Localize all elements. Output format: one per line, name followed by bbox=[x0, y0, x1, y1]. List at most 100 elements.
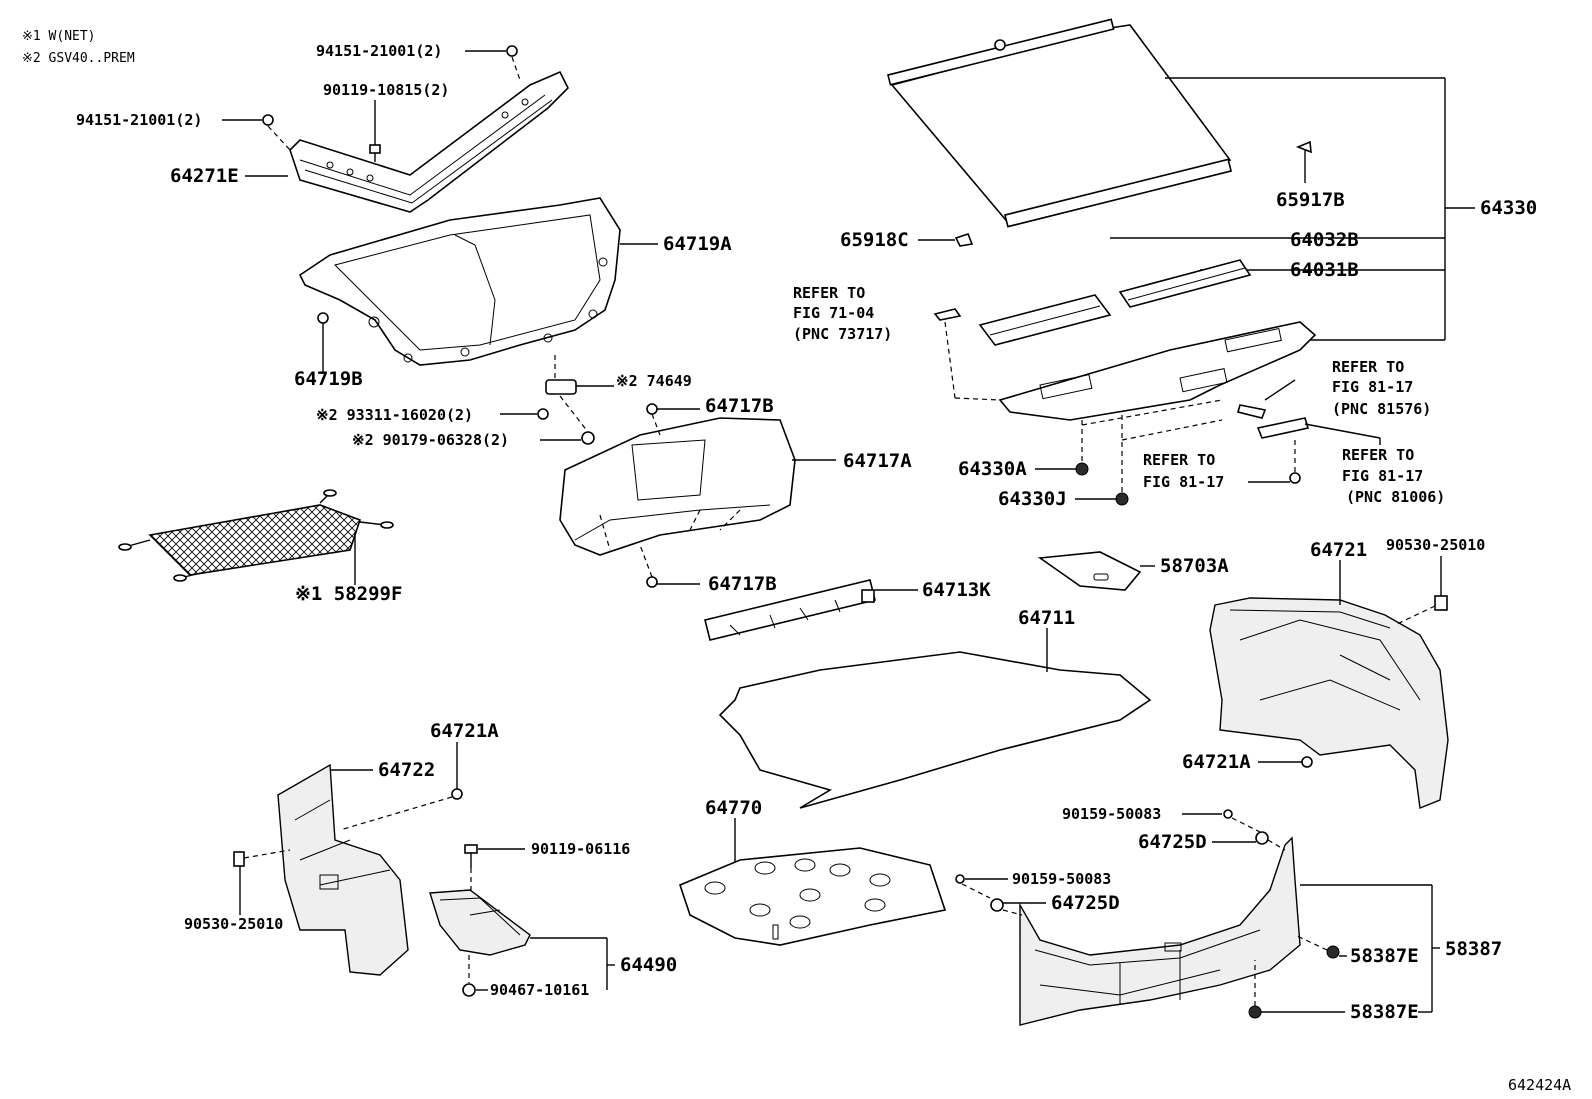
part-64721-illustration bbox=[1209, 597, 1449, 809]
label-64330J: 64330J bbox=[998, 488, 1067, 510]
clip-90530-right-icon bbox=[1434, 595, 1448, 611]
part-73717-ref-icon bbox=[933, 308, 962, 321]
label-90159-b: 90159-50083 bbox=[1012, 870, 1111, 888]
part-65918C-illustration bbox=[954, 233, 974, 247]
part-64330-roller-illustration bbox=[887, 18, 1233, 228]
label-64330: 64330 bbox=[1480, 197, 1537, 219]
label-90179: ※2 90179-06328(2) bbox=[352, 431, 509, 449]
part-58387-illustration bbox=[1019, 836, 1301, 1026]
label-90119-06116: 90119-06116 bbox=[531, 840, 630, 858]
label-94151-a: 94151-21001(2) bbox=[316, 42, 442, 60]
label-90530-left: 90530-25010 bbox=[184, 915, 283, 933]
label-64713K: 64713K bbox=[922, 579, 991, 601]
ref-71-04-line3: (PNC 73717) bbox=[793, 325, 892, 343]
label-94151-b: 94151-21001(2) bbox=[76, 111, 202, 129]
part-64717A-illustration bbox=[559, 417, 796, 556]
label-58703A: 58703A bbox=[1160, 555, 1229, 577]
label-90467: 90467-10161 bbox=[490, 981, 589, 999]
part-64032B-illustration bbox=[978, 294, 1112, 346]
bolt-90159-b-icon bbox=[955, 874, 965, 884]
clip-90467-icon bbox=[462, 983, 476, 997]
bolt-93311-icon bbox=[537, 408, 549, 420]
label-58387E-a: 58387E bbox=[1350, 945, 1419, 967]
label-64031B: 64031B bbox=[1290, 259, 1359, 281]
figure-code: 642424A bbox=[1508, 1076, 1571, 1094]
clip-64717B-top-icon bbox=[646, 403, 658, 415]
label-58387: 58387 bbox=[1445, 938, 1502, 960]
ref-81576-line2: FIG 81-17 bbox=[1332, 378, 1413, 396]
label-58387E-b: 58387E bbox=[1350, 1001, 1419, 1023]
label-64490: 64490 bbox=[620, 954, 677, 976]
label-64717B-bottom: 64717B bbox=[708, 573, 777, 595]
fastener-94151-b-icon bbox=[262, 114, 274, 126]
clip-90530-left-icon bbox=[233, 851, 245, 867]
part-64711-illustration bbox=[718, 651, 1152, 809]
clip-64719B-icon bbox=[317, 312, 329, 324]
ref-81-17-mid-line2: FIG 81-17 bbox=[1143, 473, 1224, 491]
label-64330A: 64330A bbox=[958, 458, 1027, 480]
label-64725D-a: 64725D bbox=[1138, 831, 1207, 853]
note-1: ※1 W(NET) bbox=[22, 29, 96, 44]
part-81006-ref-icon bbox=[1256, 417, 1310, 439]
label-64719B: 64719B bbox=[294, 368, 363, 390]
clip-64721A-left-icon bbox=[451, 788, 463, 800]
label-74649: ※2 74649 bbox=[616, 372, 692, 390]
part-58703A-illustration bbox=[1037, 551, 1142, 591]
clip-64330A-icon bbox=[1075, 462, 1089, 476]
ref-81006-line1: REFER TO bbox=[1342, 446, 1414, 464]
label-64725D-b: 64725D bbox=[1051, 892, 1120, 914]
part-74649-illustration bbox=[545, 379, 577, 395]
ref-81006-line2: FIG 81-17 bbox=[1342, 467, 1423, 485]
ref-81576-line1: REFER TO bbox=[1332, 358, 1404, 376]
nut-64725D-b-icon bbox=[990, 898, 1004, 912]
nut-64725D-a-icon bbox=[1255, 831, 1269, 845]
label-93311: ※2 93311-16020(2) bbox=[316, 406, 473, 424]
label-64770: 64770 bbox=[705, 797, 762, 819]
label-64721A-right: 64721A bbox=[1182, 751, 1251, 773]
part-64271E-illustration bbox=[289, 70, 569, 213]
clip-64721A-right-icon bbox=[1301, 756, 1313, 768]
ref-81006-line3: (PNC 81006) bbox=[1346, 488, 1445, 506]
label-64717A: 64717A bbox=[843, 450, 912, 472]
part-65917B-illustration bbox=[1295, 140, 1312, 183]
label-65918C: 65918C bbox=[840, 229, 909, 251]
clip-64717B-bottom-icon bbox=[646, 576, 658, 588]
part-64713K-illustration bbox=[704, 579, 876, 641]
label-64721A-left: 64721A bbox=[430, 720, 499, 742]
label-90530-right: 90530-25010 bbox=[1386, 536, 1485, 554]
ref-71-04-line2: FIG 71-04 bbox=[793, 304, 874, 322]
bolt-90159-a-icon bbox=[1223, 809, 1233, 819]
label-90159-a: 90159-50083 bbox=[1062, 805, 1161, 823]
clip-58387E-a-icon bbox=[1326, 945, 1340, 959]
part-81576-ref-icon bbox=[1237, 404, 1267, 419]
bolt-90119-10815-icon bbox=[369, 144, 381, 162]
ref-81-17-mid-line1: REFER TO bbox=[1143, 451, 1215, 469]
label-64721: 64721 bbox=[1310, 539, 1367, 561]
note-2: ※2 GSV40..PREM bbox=[22, 51, 135, 66]
nut-90179-icon bbox=[581, 431, 595, 445]
label-90119-10815: 90119-10815(2) bbox=[323, 81, 449, 99]
part-64031B-illustration bbox=[1118, 259, 1252, 308]
label-58299F: ※1 58299F bbox=[295, 583, 402, 605]
part-64490-illustration bbox=[429, 889, 531, 956]
part-64719A-illustration bbox=[298, 197, 621, 366]
ref-71-04-line1: REFER TO bbox=[793, 284, 865, 302]
part-64770-illustration bbox=[679, 847, 947, 946]
label-64719A: 64719A bbox=[663, 233, 732, 255]
part-64330-tray-illustration bbox=[998, 321, 1317, 421]
clip-64330J-icon bbox=[1115, 492, 1129, 506]
bolt-90119-06116-icon bbox=[464, 844, 478, 868]
clip-58387E-b-icon bbox=[1248, 1005, 1262, 1019]
ref-81576-line3: (PNC 81576) bbox=[1332, 400, 1431, 418]
fastener-94151-a-icon bbox=[506, 45, 518, 57]
label-64271E: 64271E bbox=[170, 165, 239, 187]
label-64722: 64722 bbox=[378, 759, 435, 781]
label-64711: 64711 bbox=[1018, 607, 1075, 629]
label-64032B: 64032B bbox=[1290, 229, 1359, 251]
label-64717B-top: 64717B bbox=[705, 395, 774, 417]
part-64722-illustration bbox=[277, 763, 409, 976]
part-58299F-illustration bbox=[118, 489, 394, 582]
clip-81-17-icon bbox=[1289, 472, 1301, 484]
